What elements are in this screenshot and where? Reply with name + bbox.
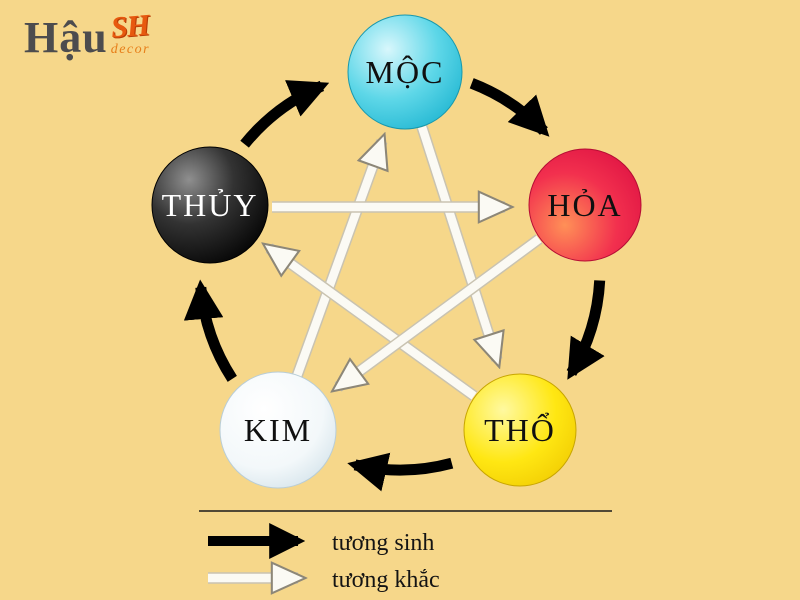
node-kim: KIM	[219, 371, 337, 489]
node-tho: THỔ	[463, 373, 577, 487]
arrow-sinh-kim-thuy	[183, 279, 237, 382]
node-hoa: HỎA	[528, 148, 642, 262]
node-hoa-circle	[528, 148, 642, 262]
node-thuy-circle	[151, 146, 269, 264]
legend: tương sinh tương khắc	[199, 510, 612, 593]
arrow-sinh-moc-hoa	[469, 78, 550, 137]
node-kim-label: KIM	[244, 412, 312, 448]
legend-sinh-label: tương sinh	[332, 530, 434, 556]
node-tho-label: THỔ	[484, 412, 556, 448]
legend-sinh: tương sinh	[208, 523, 434, 559]
logo-tagline: decor	[110, 42, 151, 57]
node-moc: MỘC	[347, 14, 463, 130]
arrow-khac-kim-moc	[291, 141, 382, 378]
node-kim-circle	[219, 371, 337, 489]
nodes: MỘC HỎA THỔ KIM THỦY	[151, 14, 642, 489]
arrow-sinh-tho-kim	[347, 452, 454, 492]
node-thuy-label: THỦY	[162, 187, 259, 223]
arrow-khac-moc-tho	[416, 125, 497, 360]
legend-khac-label: tương khắc	[332, 567, 440, 593]
logo-name: Hậu	[24, 13, 108, 62]
arrow-khac-tho-thuy	[269, 248, 478, 401]
logo-flame-icon: SH	[109, 8, 151, 45]
arrow-sinh-hoa-tho	[566, 280, 606, 380]
arrow-khac-hoa-kim	[338, 234, 543, 387]
node-tho-circle	[463, 373, 577, 487]
node-moc-circle	[347, 14, 463, 130]
legend-khac: tương khắc	[208, 567, 440, 593]
node-hoa-label: HỎA	[547, 187, 622, 223]
khac-arrows	[269, 125, 543, 401]
arrow-sinh-thuy-moc	[240, 80, 330, 148]
sinh-arrows	[183, 78, 606, 492]
logo: Hậu SH decor	[24, 8, 151, 62]
node-thuy: THỦY	[151, 146, 269, 264]
node-moc-label: MỘC	[366, 54, 445, 90]
